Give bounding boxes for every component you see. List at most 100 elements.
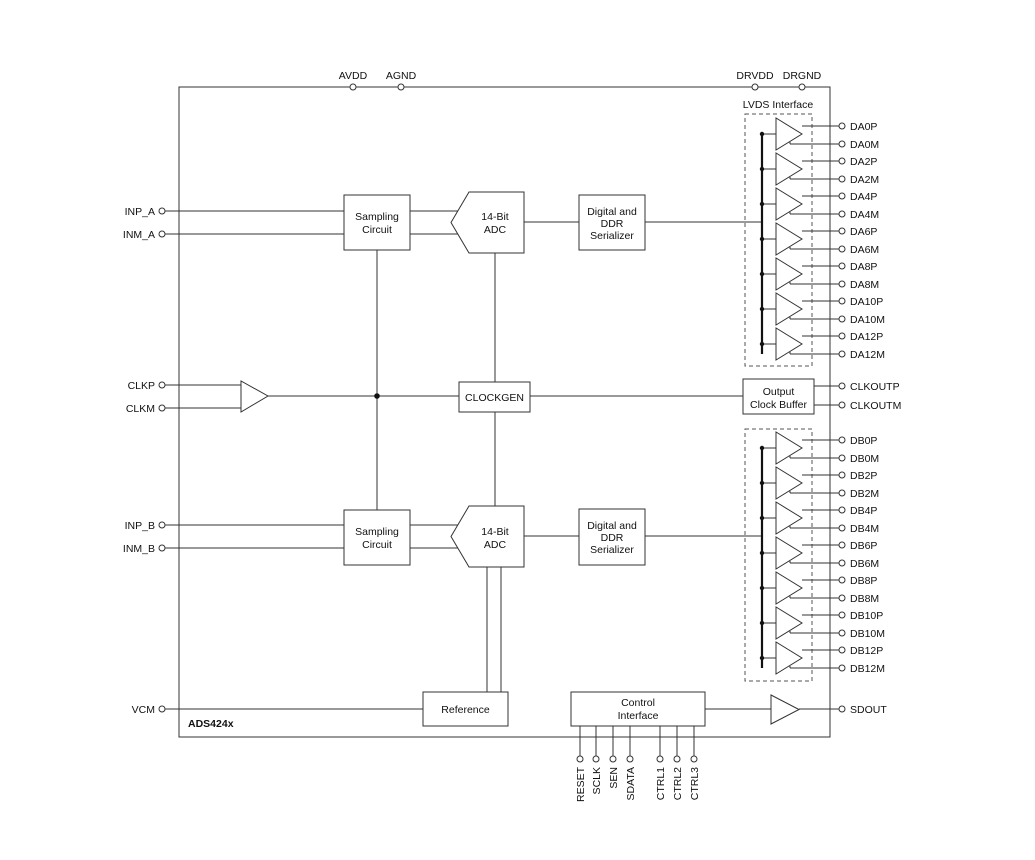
da-driver-3 — [775, 222, 803, 256]
ser-b-line3: Serializer — [590, 544, 634, 556]
da-pin — [838, 157, 846, 165]
da-driver-4 — [775, 257, 803, 291]
db-driver-6 — [775, 641, 803, 675]
db-pin-label: DB4M — [850, 523, 879, 535]
da-driver-2 — [775, 187, 803, 221]
da-pin — [838, 262, 846, 270]
sampling-circuit-b — [343, 509, 411, 566]
ser-a-line3: Serializer — [590, 230, 634, 242]
ctrl-pin — [592, 755, 600, 763]
output-clock-buffer — [742, 378, 815, 415]
db-bus-junction — [759, 445, 765, 451]
db-pin — [838, 436, 846, 444]
clkoutp-label: CLKOUTP — [850, 381, 900, 393]
ctrl-pin-label: CTRL1 — [655, 767, 667, 800]
db-pin-label: DB8P — [850, 575, 877, 587]
db-pin — [838, 541, 846, 549]
da-bus-junction — [759, 236, 765, 242]
reference-block — [422, 691, 509, 727]
power-pins: AVDD AGND DRVDD DRGND — [339, 70, 822, 91]
ser-a-line2: DDR — [601, 218, 624, 230]
lvds-interface-a — [744, 113, 813, 367]
clockgen-label: CLOCKGEN — [465, 392, 524, 404]
adc-b — [450, 505, 525, 568]
clkm-label: CLKM — [126, 403, 155, 415]
inp-b-pin — [158, 521, 166, 529]
db-pin-label: DB2M — [850, 488, 879, 500]
adc-b-line2: ADC — [484, 539, 507, 551]
left-pins: INP_A INM_A CLKP CLKM INP_B INM_B VCM — [123, 206, 166, 716]
drgnd-pin — [798, 83, 806, 91]
db-pin — [838, 576, 846, 584]
db-pin-label: DB0M — [850, 453, 879, 465]
da-bus-junction — [759, 131, 765, 137]
inp-a-pin — [158, 207, 166, 215]
da-pin — [838, 350, 846, 358]
drgnd-label: DRGND — [783, 70, 822, 82]
da-pin-label: DA10P — [850, 296, 883, 308]
lvds-interface-b — [744, 428, 813, 682]
vcm-pin — [158, 705, 166, 713]
sdout-label: SDOUT — [850, 704, 887, 716]
clock-junction — [374, 393, 380, 399]
control-line1: Control — [621, 697, 655, 709]
da-pin-label: DA12P — [850, 331, 883, 343]
db-pin — [838, 594, 846, 602]
drvdd-pin — [751, 83, 759, 91]
sampling-b-line2: Circuit — [362, 539, 392, 551]
ctrl-pin — [673, 755, 681, 763]
da-bus-junction — [759, 166, 765, 172]
serializer-b — [578, 508, 646, 566]
lvds-label: LVDS Interface — [743, 99, 814, 111]
db-pin-label: DB10P — [850, 610, 883, 622]
db-bus-junction — [759, 480, 765, 486]
ctrl-pin-label: SEN — [608, 767, 620, 789]
da-pin-label: DA4P — [850, 191, 877, 203]
sampling-a-line2: Circuit — [362, 224, 392, 236]
sdout-pin — [838, 705, 846, 713]
clkp-pin — [158, 381, 166, 389]
ctrl-pin-label: SDATA — [625, 767, 637, 800]
vcm-label: VCM — [132, 704, 155, 716]
agnd-label: AGND — [386, 70, 417, 82]
db-pin-label: DB2P — [850, 470, 877, 482]
inm-b-label: INM_B — [123, 543, 155, 555]
da-pin — [838, 315, 846, 323]
da-pin-label: DA6P — [850, 226, 877, 238]
sampling-b-line1: Sampling — [355, 526, 399, 538]
ctrl-pin-label: SCLK — [591, 767, 603, 794]
da-pin — [838, 140, 846, 148]
da-pin-label: DA12M — [850, 349, 885, 361]
da-driver-1 — [775, 152, 803, 186]
inm-b-pin — [158, 544, 166, 552]
ser-b-line2: DDR — [601, 532, 624, 544]
da-pin — [838, 297, 846, 305]
ser-b-line1: Digital and — [587, 520, 637, 532]
out-clk-line2: Clock Buffer — [750, 399, 807, 411]
db-pin-label: DB10M — [850, 628, 885, 640]
sampling-circuit-a — [343, 194, 411, 251]
da-pin-label: DA6M — [850, 244, 879, 256]
da-pin-label: DA10M — [850, 314, 885, 326]
db-driver-4 — [775, 571, 803, 605]
da-driver-0 — [775, 117, 803, 151]
db-pin-label: DB8M — [850, 593, 879, 605]
db-pin — [838, 629, 846, 637]
ctrl-pin — [609, 755, 617, 763]
clkm-pin — [158, 404, 166, 412]
control-interface — [570, 691, 706, 727]
db-bus-junction — [759, 550, 765, 556]
inp-b-label: INP_B — [125, 520, 155, 532]
adc-a-line1: 14-Bit — [481, 211, 509, 223]
clkoutm-pin — [838, 401, 846, 409]
db-pin-label: DB0P — [850, 435, 877, 447]
out-clk-line1: Output — [763, 386, 795, 398]
da-bus-junction — [759, 306, 765, 312]
ctrl-pin — [690, 755, 698, 763]
da-pin-label: DA0P — [850, 121, 877, 133]
db-pin — [838, 524, 846, 532]
ctrl-pin-label: RESET — [575, 766, 587, 802]
avdd-pin — [349, 83, 357, 91]
db-pin-label: DB12P — [850, 645, 883, 657]
chip-name: ADS424x — [188, 718, 234, 730]
